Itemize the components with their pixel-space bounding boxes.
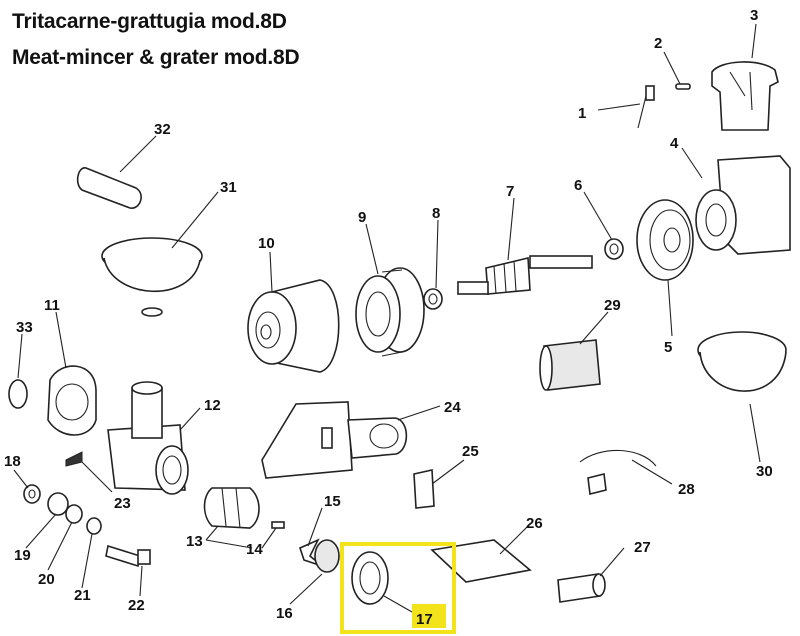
label-13: 13 (186, 533, 203, 550)
label-17: 17 (416, 611, 433, 628)
label-23: 23 (114, 495, 131, 512)
label-26: 26 (526, 515, 543, 532)
label-1: 1 (578, 105, 586, 122)
part-24-base[interactable] (261, 401, 408, 479)
part-5-disc[interactable] (636, 199, 694, 281)
label-11: 11 (44, 297, 60, 314)
label-19: 19 (14, 547, 31, 564)
label-3: 3 (750, 7, 758, 24)
label-10: 10 (258, 235, 275, 252)
title-italian: Tritacarne-grattugia mod.8D (12, 10, 287, 33)
label-16: 16 (276, 605, 293, 622)
label-22: 22 (128, 597, 145, 614)
label-5: 5 (664, 339, 672, 356)
label-15: 15 (324, 493, 341, 510)
label-25: 25 (462, 443, 479, 460)
label-21: 21 (74, 587, 91, 604)
part-12-mincer-head[interactable] (107, 381, 189, 495)
part-31-funnel[interactable] (101, 237, 203, 317)
part-labels: 1 2 3 4 5 6 7 8 9 10 11 12 13 14 15 16 1… (4, 7, 773, 628)
label-6: 6 (574, 177, 582, 194)
part-29-grater[interactable] (539, 339, 601, 391)
part-18-washer[interactable] (23, 484, 41, 504)
part-13-worm[interactable] (203, 487, 260, 529)
label-33: 33 (16, 319, 33, 336)
label-18: 18 (4, 453, 21, 470)
part-3-cover[interactable] (711, 61, 779, 131)
part-10-motor[interactable] (247, 279, 340, 373)
highlight-label-bg (412, 604, 446, 628)
part-27-capacitor[interactable] (557, 573, 606, 603)
part-26-sheet[interactable] (430, 539, 532, 583)
leader-lines (13, 23, 761, 613)
part-25-block[interactable] (413, 469, 435, 509)
part-16-plate[interactable] (314, 539, 340, 573)
label-9: 9 (358, 209, 366, 226)
part-14-screw[interactable] (271, 521, 285, 529)
title-english: Meat-mincer & grater mod.8D (12, 46, 300, 69)
label-4: 4 (670, 135, 679, 152)
label-14: 14 (246, 541, 263, 558)
part-17-ring-nut[interactable] (351, 551, 389, 605)
label-30: 30 (756, 463, 773, 480)
part-6-washer[interactable] (604, 238, 624, 260)
label-27: 27 (634, 539, 651, 556)
label-7: 7 (506, 183, 514, 200)
part-21-washer[interactable] (86, 517, 102, 535)
label-2: 2 (654, 35, 662, 52)
part-1-lever[interactable] (637, 85, 655, 129)
label-8: 8 (432, 205, 440, 222)
part-11-cover[interactable] (47, 365, 97, 436)
label-32: 32 (154, 121, 171, 138)
part-7-shaft[interactable] (457, 255, 593, 295)
label-31: 31 (220, 179, 237, 196)
label-20: 20 (38, 571, 55, 588)
part-22-shaft[interactable] (105, 544, 151, 568)
part-19-gear[interactable] (47, 492, 69, 516)
part-20-washer[interactable] (65, 504, 83, 524)
part-2-pin[interactable] (675, 83, 691, 90)
part-9-gear[interactable] (355, 267, 425, 357)
part-28-cable[interactable] (579, 449, 657, 495)
label-24: 24 (444, 399, 461, 416)
part-4-housing[interactable] (695, 155, 791, 255)
highlight-box (340, 542, 456, 634)
label-29: 29 (604, 297, 621, 314)
label-12: 12 (204, 397, 221, 414)
part-8-washer[interactable] (423, 288, 443, 310)
part-33-oring[interactable] (8, 379, 28, 409)
part-23-knob[interactable] (65, 451, 83, 467)
label-28: 28 (678, 481, 695, 498)
part-32-pusher[interactable] (76, 167, 142, 209)
part-30-bowl[interactable] (697, 331, 787, 392)
